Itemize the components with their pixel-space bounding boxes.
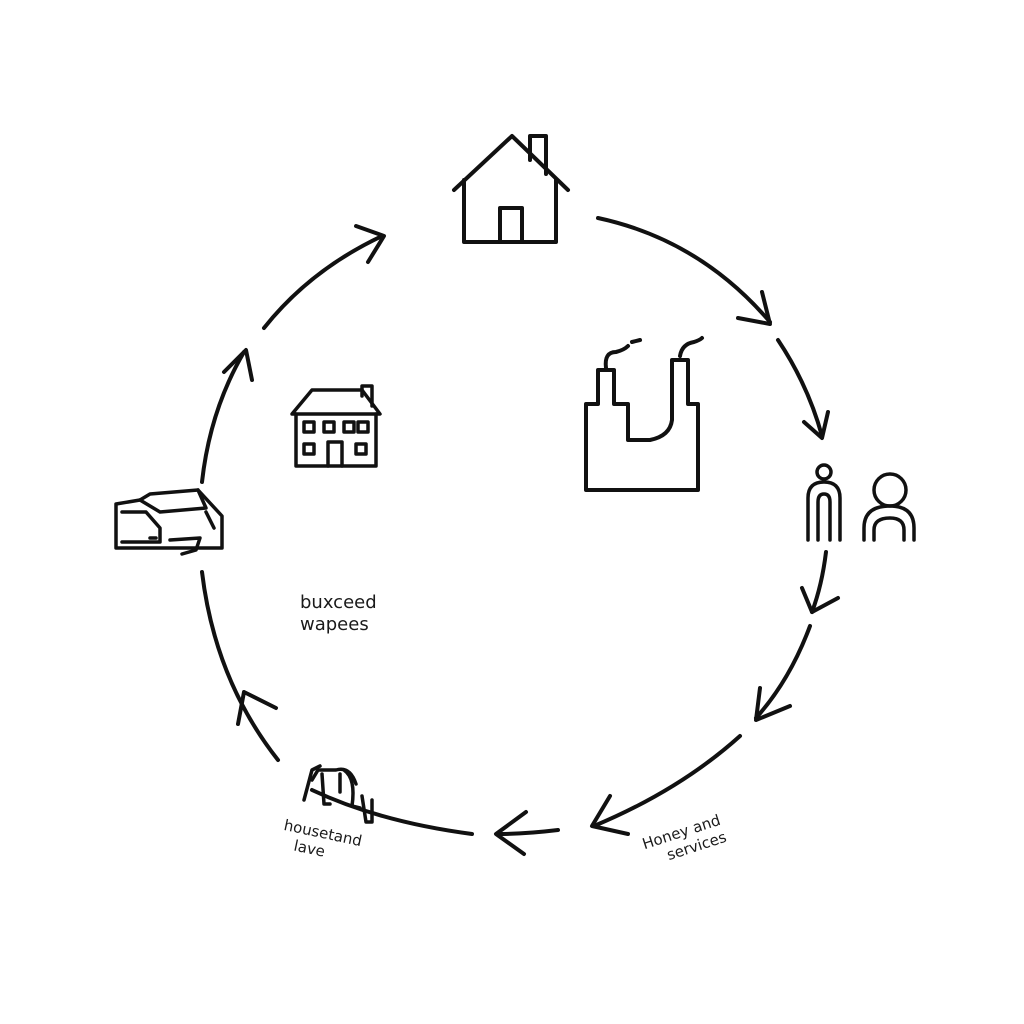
factory-icon	[584, 336, 704, 492]
arrowhead-4	[754, 686, 792, 722]
arrowhead-2	[802, 410, 830, 440]
center-label: buxceed wapees	[300, 592, 377, 635]
arc-house-to-factory	[596, 216, 772, 324]
arc-left-upper	[200, 350, 246, 484]
arc-people-to-right	[810, 550, 828, 614]
people-icon	[806, 463, 916, 542]
arrowhead-1	[736, 290, 772, 326]
cycle-arrows	[200, 216, 840, 856]
arrowhead-8	[222, 348, 254, 382]
pipe-icon	[302, 764, 374, 824]
arrowhead-9	[354, 224, 386, 264]
arrowhead-5	[590, 794, 630, 836]
arrowhead-6	[494, 810, 528, 856]
arrowhead-7	[236, 690, 278, 726]
center-label-line2: wapees	[300, 613, 369, 635]
building-icon	[290, 384, 382, 468]
machine-icon	[114, 488, 224, 556]
arc-bottom-left	[310, 788, 474, 836]
arrowhead-3	[800, 586, 840, 614]
arc-left-lower	[200, 570, 280, 762]
arc-factory-to-people	[776, 338, 824, 438]
house-icon	[452, 134, 570, 244]
arc-right-lower	[754, 624, 812, 720]
arc-top-left	[262, 234, 384, 330]
arc-bottom-middle	[496, 828, 560, 836]
arc-bottom-right	[592, 734, 742, 828]
center-label-line1: buxceed	[300, 592, 377, 613]
